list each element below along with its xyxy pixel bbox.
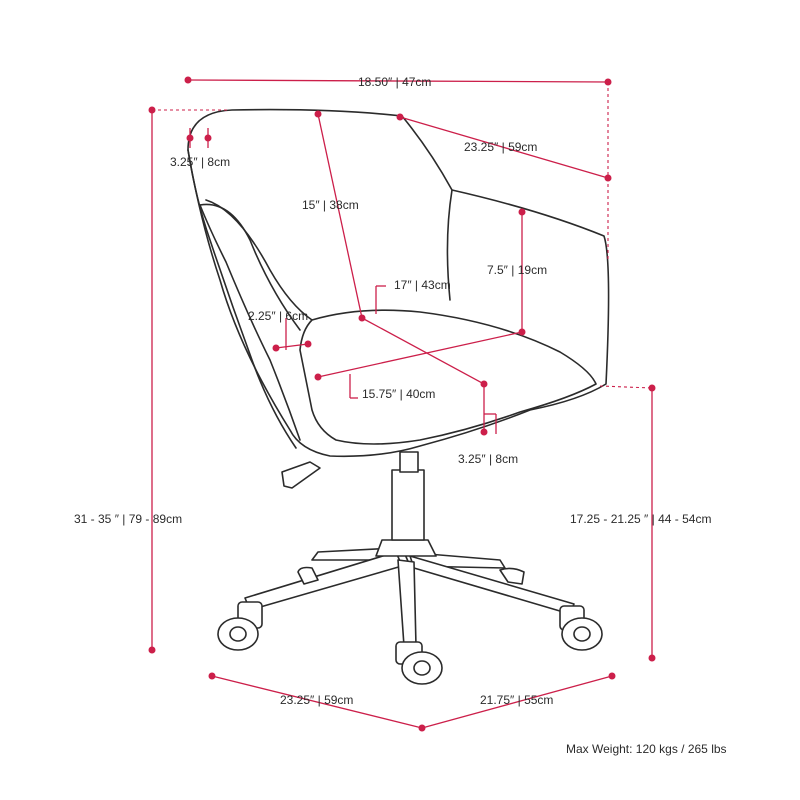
arm-height-label: 7.5″ | 19cm [487,263,547,277]
chair-shell [187,108,610,458]
chair-illustration [187,108,610,685]
caster-left [217,601,263,651]
dimension-lines [148,76,656,732]
seat-width-label: 17″ | 43cm [394,278,451,292]
chair-base [244,451,575,647]
caster-front [395,641,443,685]
back-cushion-label: 2.25″ | 6cm [248,309,308,323]
overall-width-label: 18.50″ | 47cm [358,75,431,89]
caster-right [559,605,603,651]
top-depth-label: 23.25″ | 59cm [464,140,537,154]
seat-height-label: 17.25 - 21.25 ″ | 44 - 54cm [570,512,711,526]
base-width-left-label: 23.25″ | 59cm [280,693,353,707]
overall-height-label: 31 - 35 ″ | 79 - 89cm [74,512,182,526]
chair-casters [217,566,603,685]
dimension-labels: 18.50″ | 47cm 3.25″ | 8cm 23.25″ | 59cm … [74,75,711,707]
seat-depth-label: 15.75″ | 40cm [362,387,435,401]
backrest-height-label: 15″ | 38cm [302,198,359,212]
arm-width-label: 3.25″ | 8cm [170,155,230,169]
seat-thickness-label: 3.25″ | 8cm [458,452,518,466]
max-weight-note: Max Weight: 120 kgs / 265 lbs [566,742,727,756]
base-width-right-label: 21.75″ | 55cm [480,693,553,707]
caster-back-right [499,567,525,585]
caster-back-left [297,566,319,585]
